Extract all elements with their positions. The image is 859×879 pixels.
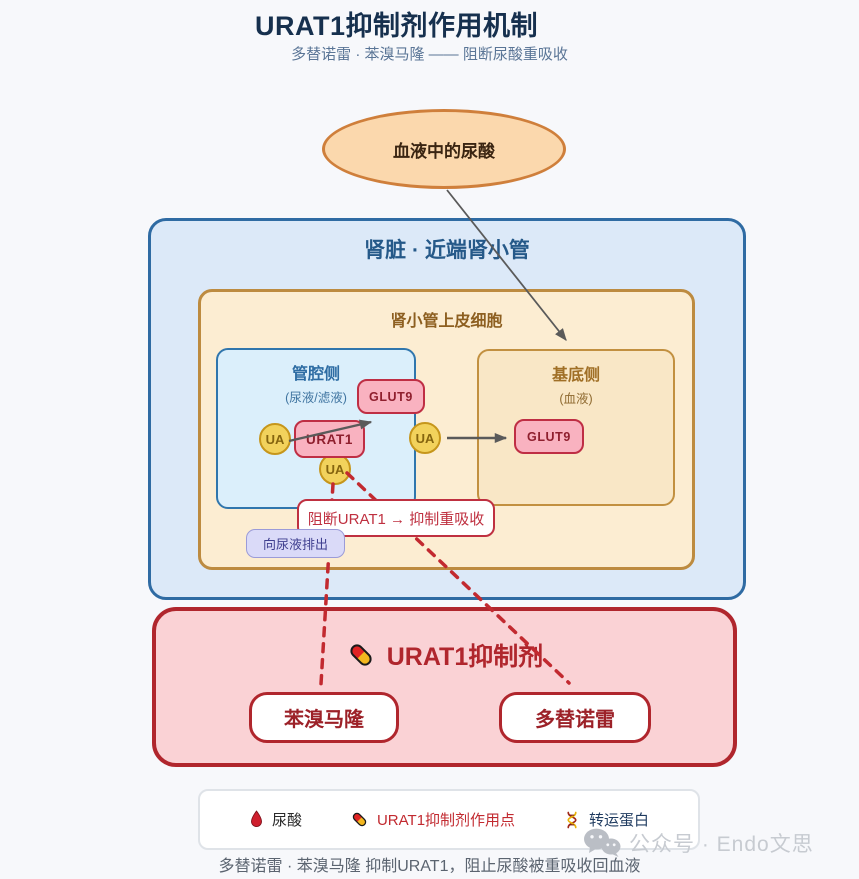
inhibitor-panel-header: URAT1抑制剂	[156, 637, 733, 673]
ua-label: UA	[265, 431, 285, 447]
pill-icon	[352, 812, 367, 827]
drug-dotinurad-label: 多替诺雷	[535, 709, 615, 731]
lumen-side-title: 管腔侧	[291, 366, 340, 383]
bottom-caption: 多替诺雷 · 苯溴马隆 抑制URAT1，阻止尿酸被重吸收回血液	[218, 858, 641, 875]
wechat-icon	[584, 828, 621, 857]
watermark-text: 公众号 · Endo文思	[629, 833, 814, 856]
page-subtitle: 多替诺雷 · 苯溴马隆 —— 阻断尿酸重吸收	[291, 46, 568, 63]
legend-label-uric-acid: 尿酸	[271, 812, 302, 829]
inhibitor-panel-title: URAT1抑制剂	[386, 643, 544, 671]
uric-acid-drop-icon	[251, 810, 262, 827]
blood-uric-acid-label: 血液中的尿酸	[393, 141, 495, 161]
basolateral-side-subtitle: (血液)	[559, 392, 593, 406]
transporter-icon	[567, 811, 577, 828]
glut9-basolateral-badge: GLUT9	[514, 419, 584, 454]
legend-box: 尿酸 URAT1抑制剂作用点 转运蛋白	[198, 789, 700, 850]
block-urat1-text: 阻断URAT1 → 抑制重吸收	[307, 510, 485, 528]
glut9-basolateral-label: GLUT9	[527, 429, 571, 444]
watermark: 公众号 · Endo文思	[583, 827, 814, 859]
drug-benzbromarone: 苯溴马隆	[249, 692, 399, 743]
kidney-box-title: 肾脏 · 近端肾小管	[364, 239, 530, 262]
glut9-apical-badge: GLUT9	[357, 379, 425, 414]
legend-item-inhibitor-site: URAT1抑制剂作用点	[350, 809, 515, 830]
drug-benzbromarone-label: 苯溴马隆	[284, 709, 364, 731]
urat1-transporter-badge: URAT1	[294, 420, 365, 458]
pill-icon	[350, 644, 372, 666]
epithelial-cell-title: 肾小管上皮细胞	[390, 313, 503, 330]
blood-uric-acid-node: 血液中的尿酸	[322, 109, 566, 189]
urat1-inhibitor-panel: URAT1抑制剂 苯溴马隆 多替诺雷	[152, 607, 737, 767]
lumen-side-subtitle: (尿液/滤液)	[285, 391, 347, 405]
drug-dotinurad: 多替诺雷	[499, 692, 651, 743]
excrete-to-urine-tag: 向尿液排出	[246, 529, 345, 558]
ua-molecule-lumen: UA	[259, 423, 291, 455]
urat1-label: URAT1	[305, 431, 353, 447]
legend-label-inhibitor-site: URAT1抑制剂作用点	[376, 812, 516, 829]
ua-label: UA	[325, 461, 345, 477]
ua-molecule-cell: UA	[409, 422, 441, 454]
page-title: URAT1抑制剂作用机制	[254, 11, 538, 41]
legend-label-transporter: 转运蛋白	[589, 812, 650, 829]
legend-item-transporter: 转运蛋白	[563, 809, 649, 830]
basolateral-side-title: 基底侧	[551, 367, 600, 384]
legend-item-uric-acid: 尿酸	[249, 809, 302, 830]
excrete-to-urine-text: 向尿液排出	[262, 537, 328, 552]
glut9-apical-label: GLUT9	[369, 389, 413, 404]
ua-label: UA	[415, 430, 435, 446]
